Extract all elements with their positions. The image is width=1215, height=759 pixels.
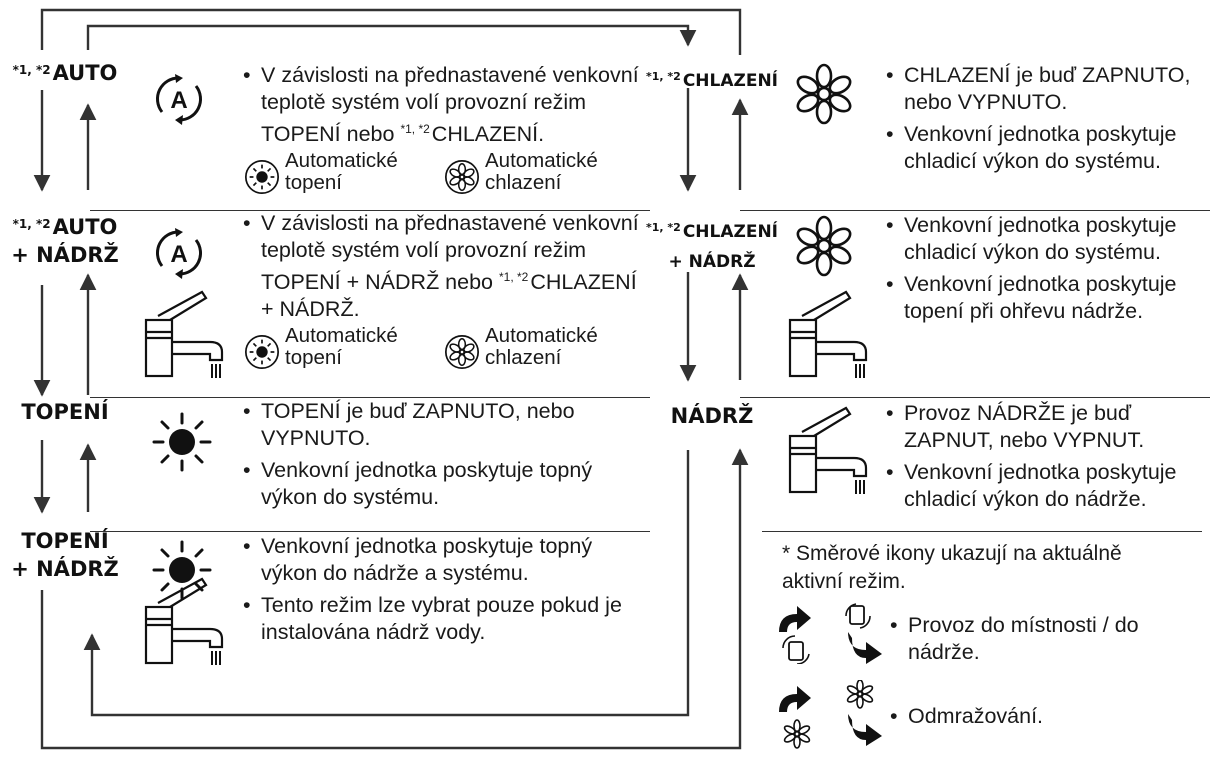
mode-label-heat-tank: TOPENÍ + NÁDRŽ bbox=[0, 527, 130, 583]
bullet-text: V závislosti na přednastavené venkovní t… bbox=[243, 62, 653, 148]
direction-arrow-icon bbox=[779, 606, 811, 664]
mode-name: CHLAZENÍ bbox=[682, 71, 778, 91]
bullet-text: TOPENÍ je buď ZAPNUTO, nebo VYPNUTO. bbox=[243, 398, 653, 452]
row-heat-description: TOPENÍ je buď ZAPNUTO, nebo VYPNUTO. Ven… bbox=[243, 398, 653, 511]
auto-heat-icon bbox=[244, 334, 280, 370]
room-tank-operation-note: Provoz do místnosti / do nádrže. bbox=[890, 612, 1190, 666]
auto-mode-icon: A bbox=[155, 74, 203, 125]
defrost-note: Odmražování. bbox=[890, 703, 1190, 730]
arrow-heattank-to-tank bbox=[40, 448, 749, 750]
auto-cool-icon bbox=[444, 334, 480, 370]
arrow-loop-inner bbox=[86, 24, 697, 50]
bullet-text: CHLAZENÍ je buď ZAPNUTO, nebo VYPNUTO. bbox=[886, 62, 1206, 116]
bullet-text: Venkovní jednotka poskytuje topný výkon … bbox=[243, 457, 653, 511]
mode-label-auto: *1, *2AUTO bbox=[0, 56, 130, 87]
tank-faucet-icon bbox=[144, 577, 224, 665]
row-cool-tank-description: Venkovní jednotka poskytuje chladicí výk… bbox=[886, 212, 1206, 325]
auto-cool-icon bbox=[444, 159, 480, 195]
direction-icons-note: * Směrové ikony ukazují na aktuálně akti… bbox=[782, 542, 1122, 593]
auto-mode-icon: A bbox=[155, 228, 203, 279]
footnote-marker: *1, *2 bbox=[499, 270, 529, 284]
mode-label-heat: TOPENÍ bbox=[0, 398, 130, 426]
bullet-text: Venkovní jednotka poskytuje topný výkon … bbox=[243, 533, 653, 587]
mode-name: TOPENÍ bbox=[21, 400, 109, 424]
bullet-text: Provoz do místnosti / do nádrže. bbox=[890, 612, 1190, 666]
mode-name: AUTO bbox=[52, 215, 118, 239]
divider-line bbox=[90, 531, 650, 532]
arrow-loop-outer bbox=[40, 8, 742, 55]
divider-line bbox=[762, 531, 1202, 532]
bullet-text: Venkovní jednotka poskytuje chladicí výk… bbox=[886, 459, 1206, 513]
mode-name-suffix: + NÁDRŽ bbox=[11, 557, 119, 581]
defrost-icon bbox=[779, 686, 811, 749]
row-heat-tank-description: Venkovní jednotka poskytuje topný výkon … bbox=[243, 533, 653, 646]
footnote-marker: *1, *2 bbox=[400, 122, 430, 136]
tank-faucet-icon bbox=[788, 406, 868, 494]
svg-text:A: A bbox=[170, 241, 187, 268]
svg-text:A: A bbox=[170, 87, 187, 114]
bullet-text: Venkovní jednotka poskytuje chladicí výk… bbox=[886, 121, 1206, 175]
bullet-text: Tento režim lze vybrat pouze pokud je in… bbox=[243, 592, 653, 646]
mode-label-auto-tank: *1, *2AUTO + NÁDRŽ bbox=[0, 210, 130, 269]
mode-label-tank: NÁDRŽ bbox=[642, 402, 782, 430]
sun-heat-icon bbox=[152, 540, 212, 600]
bullet-text: V závislosti na přednastavené venkovní t… bbox=[243, 210, 653, 323]
row-auto-tank-description: V závislosti na přednastavené venkovní t… bbox=[243, 210, 653, 371]
mode-name-suffix: + NÁDRŽ bbox=[11, 243, 119, 267]
row-auto-description: V závislosti na přednastavené venkovní t… bbox=[243, 62, 653, 196]
mode-name: AUTO bbox=[52, 61, 118, 85]
mode-name: CHLAZENÍ bbox=[682, 222, 778, 242]
mode-name: TOPENÍ bbox=[21, 529, 109, 553]
bullet-text: Odmražování. bbox=[890, 703, 1190, 730]
tank-faucet-icon bbox=[788, 290, 868, 378]
tank-faucet-icon bbox=[144, 290, 224, 378]
divider-line bbox=[740, 210, 1210, 211]
direction-arrow-icon bbox=[845, 603, 882, 664]
row-cool-description: CHLAZENÍ je buď ZAPNUTO, nebo VYPNUTO. V… bbox=[886, 62, 1206, 175]
arrow-tank-to-heattank bbox=[83, 450, 690, 717]
mode-name-suffix: + NÁDRŽ bbox=[668, 252, 756, 272]
auto-heat-icon bbox=[244, 159, 280, 195]
sun-heat-icon bbox=[152, 412, 212, 472]
mode-name: NÁDRŽ bbox=[670, 404, 754, 428]
footnote-marker: *1, *2 bbox=[12, 217, 51, 231]
defrost-icon bbox=[846, 680, 882, 746]
footnote-marker: *1, *2 bbox=[645, 221, 681, 234]
row-tank-description: Provoz NÁDRŽE je buď ZAPNUT, nebo VYPNUT… bbox=[886, 400, 1206, 513]
bullet-text: Provoz NÁDRŽE je buď ZAPNUT, nebo VYPNUT… bbox=[886, 400, 1206, 454]
bullet-text: Venkovní jednotka poskytuje chladicí výk… bbox=[886, 212, 1206, 266]
bullet-text: Venkovní jednotka poskytuje topení při o… bbox=[886, 271, 1206, 325]
cooling-snowflake-icon bbox=[796, 63, 852, 125]
footnote-marker: *1, *2 bbox=[645, 70, 681, 83]
cooling-snowflake-icon bbox=[796, 215, 852, 277]
footnote-marker: *1, *2 bbox=[12, 63, 51, 77]
divider-line bbox=[740, 397, 1210, 398]
